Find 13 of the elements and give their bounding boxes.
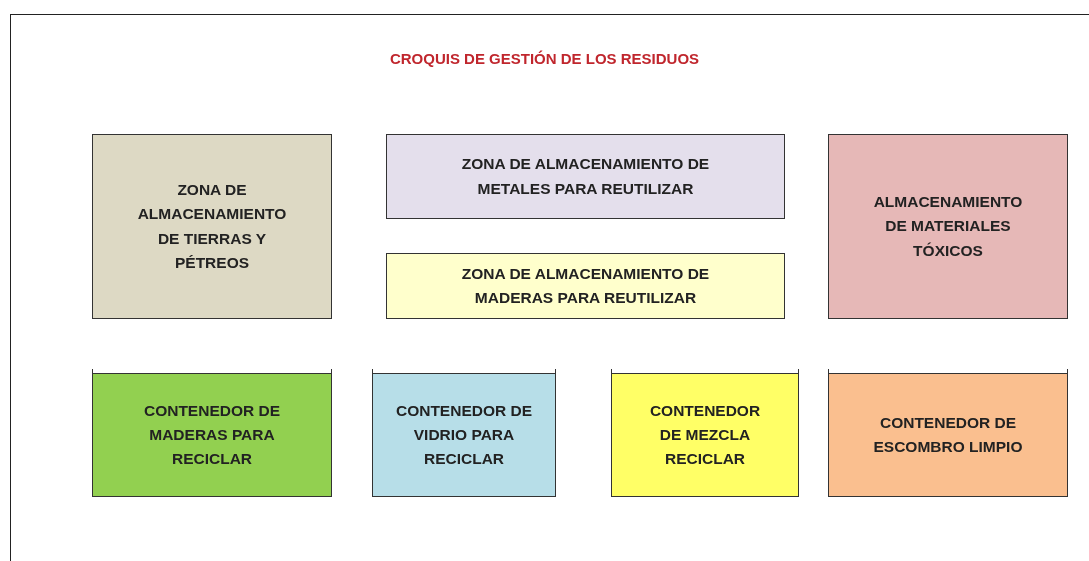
zone-box — [386, 134, 785, 219]
zone-label: CONTENEDOR DE MEZCLA RECICLAR — [648, 400, 762, 469]
diagram-title: CROQUIS DE GESTIÓN DE LOS RESIDUOS — [388, 50, 701, 67]
zone-label: CONTENEDOR DE VIDRIO PARA RECICLAR — [394, 400, 534, 469]
zone-label: ZONA DE ALMACENAMIENTO DE MADERAS PARA REUTILIZAR — [460, 264, 711, 308]
zone-label: CONTENEDOR DE ESCOMBRO LIMPIO — [872, 413, 1024, 457]
zone-label: ZONA DE ALMACENAMIENTO DE METALES PARA REUTILIZAR — [460, 154, 711, 199]
zone-label: ALMACENAMIENTO DE MATERIALES TÓXICOS — [873, 192, 1023, 261]
zone-box — [92, 134, 332, 319]
zone-label: CONTENEDOR DE MADERAS PARA RECICLAR — [142, 400, 282, 469]
zone-box — [386, 253, 785, 319]
zone-box — [828, 134, 1068, 319]
zone-label: ZONA DE ALMACENAMIENTO DE TIERRAS Y PÉTREOS — [137, 180, 287, 273]
